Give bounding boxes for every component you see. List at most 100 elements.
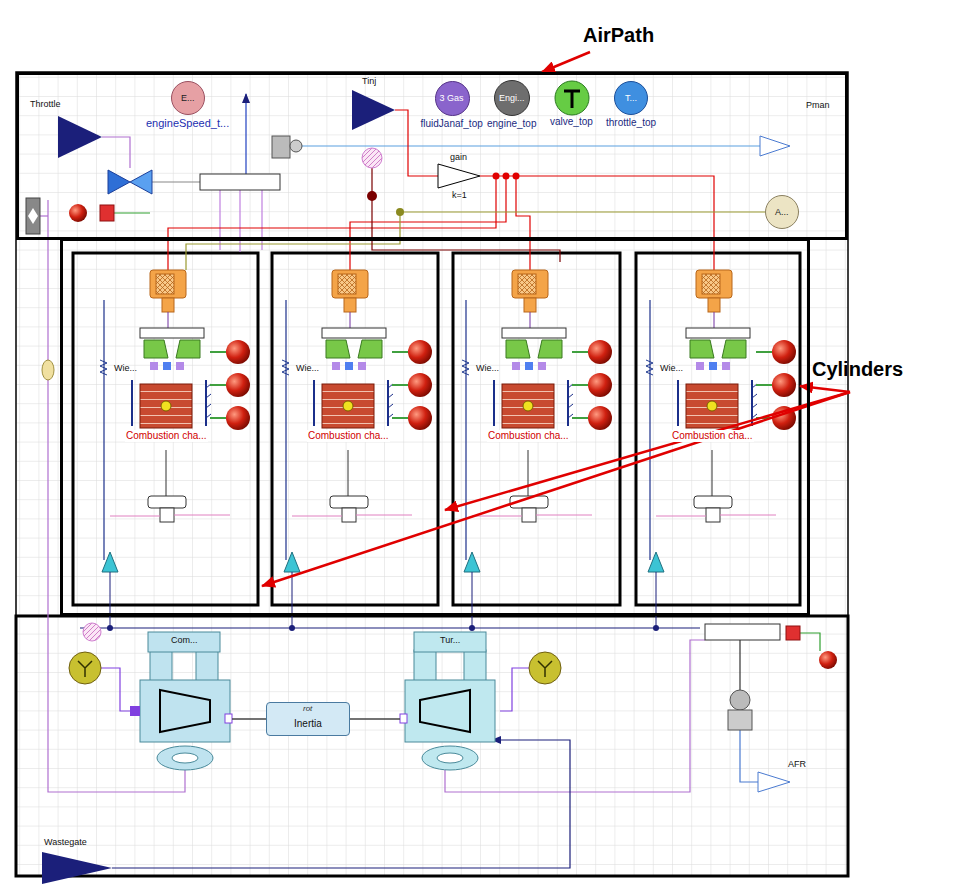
component-icon: [58, 116, 102, 158]
signal-wire: [372, 168, 560, 262]
exhaust-icon: [758, 772, 790, 792]
turbocharger-icon: [130, 706, 140, 716]
cylinder-components: [462, 270, 612, 631]
turbocharger-icon: [422, 746, 478, 770]
node-label: E...: [181, 93, 195, 103]
valve-record: valve_top: [555, 81, 589, 115]
gain-block: gaink=1: [438, 164, 480, 188]
signal-wire: [40, 215, 48, 216]
signal-label: AFR: [788, 759, 806, 769]
node-label: valve_top: [550, 116, 593, 128]
turbocharger-icon: [437, 753, 463, 763]
exhaust-icon: [819, 651, 837, 669]
node-label: Wie...: [476, 363, 499, 373]
ambient-record: A...: [765, 195, 799, 229]
node-label: engine_top: [487, 118, 537, 130]
component-icon: [367, 191, 377, 201]
component-icon: [493, 173, 500, 180]
node-label: 3 Gas: [440, 93, 464, 103]
airpath-region: AirPathE...engineSpeed_t...3 GasfluidJan…: [16, 72, 848, 240]
medium-record: 3 GasfluidJanaf_top: [435, 81, 470, 116]
turbocharger-icon: [420, 690, 470, 732]
signal-wire: [740, 730, 758, 782]
engine-speed-connector: E...engineSpeed_t...: [171, 81, 205, 115]
turbocharger-icon: [464, 650, 486, 684]
node-label: Wie...: [296, 363, 319, 373]
turbocharger-icon: [78, 661, 92, 677]
component-icon: [272, 136, 290, 158]
cylinder-components: [100, 270, 250, 631]
node-label: Wie...: [660, 363, 683, 373]
annotation-arrow: [445, 392, 850, 510]
signal-wire: [800, 633, 820, 651]
signal-wire: [102, 137, 130, 168]
node-label: Tur...: [440, 635, 460, 645]
component-icon: [513, 173, 520, 180]
turbocharger-icon: [69, 652, 101, 684]
node-label: T...: [625, 93, 637, 103]
turbocharger-icon: [538, 661, 552, 677]
node-label: Combustion cha...: [487, 430, 570, 442]
combustion-chamber: Combustion cha...: [502, 384, 554, 428]
cylinder-components: [100, 270, 796, 631]
exhaust-icon: [42, 852, 112, 884]
component-icon: [555, 81, 589, 115]
signal-wire: [739, 640, 740, 690]
component-icon: [100, 205, 114, 221]
cylinder-components: [282, 270, 432, 631]
shaft-connector: [350, 718, 400, 720]
combustion-chamber: Combustion cha...: [686, 384, 738, 428]
shaft-connector: [232, 718, 266, 720]
signal-wire: [152, 181, 200, 182]
component-icon: [564, 91, 580, 108]
grid-ground: [16, 72, 848, 876]
turbocharger-icon: [148, 632, 220, 652]
combustion-chamber: Combustion cha...: [322, 384, 374, 428]
signal-wire: [40, 94, 820, 868]
annotation-arrow: [542, 52, 590, 72]
exhaust-icon: [728, 710, 752, 730]
component-icon: [760, 136, 790, 156]
component-icon: [438, 164, 480, 188]
component-icon: [28, 208, 38, 224]
cylinder-components: [646, 270, 796, 631]
component-icon: [42, 360, 54, 380]
throttle-record: T...throttle_top: [614, 81, 648, 115]
signal-wire: [114, 212, 150, 213]
node-label: Cylinders: [812, 358, 903, 381]
node-label: gain: [450, 152, 467, 162]
component-icon: [290, 140, 302, 152]
component-icon: [396, 208, 404, 216]
group-frame: [16, 616, 848, 876]
turbocharger-icon: [69, 632, 561, 770]
component-icon: [200, 174, 280, 190]
signal-wire: [516, 176, 530, 270]
node-label: Com...: [171, 635, 198, 645]
node-label: AirPath: [583, 24, 654, 47]
node-label: A...: [775, 207, 789, 217]
turbocharger-icon: [225, 714, 232, 723]
node-label: Engi...: [499, 93, 525, 103]
turbocharger-icon: [414, 650, 436, 684]
node-label: engineSpeed_t...: [146, 117, 229, 130]
group-frame: [16, 253, 848, 876]
compressor: Com...: [136, 630, 232, 780]
node-label: rot: [303, 704, 312, 713]
node-label: Inertia: [294, 718, 322, 730]
cylinders-region: CylindersWie...Wie...Wie...Wie...Combust…: [60, 238, 810, 616]
component-icon: [362, 148, 382, 168]
wiebe-block: Wie...: [474, 362, 502, 375]
exhaust-icon: [705, 624, 780, 640]
node-label: Wie...: [114, 363, 137, 373]
component-icon: [130, 170, 152, 194]
signal-wire: [480, 176, 714, 270]
node-label: throttle_top: [606, 117, 656, 129]
node-label: fluidJanaf_top: [421, 118, 483, 130]
exhaust-icon: [786, 626, 800, 640]
node-label: Combustion cha...: [125, 430, 208, 442]
engine-record: Engi...engine_top: [494, 80, 530, 116]
signal-wire: [101, 668, 130, 711]
component-icon: [352, 90, 395, 130]
